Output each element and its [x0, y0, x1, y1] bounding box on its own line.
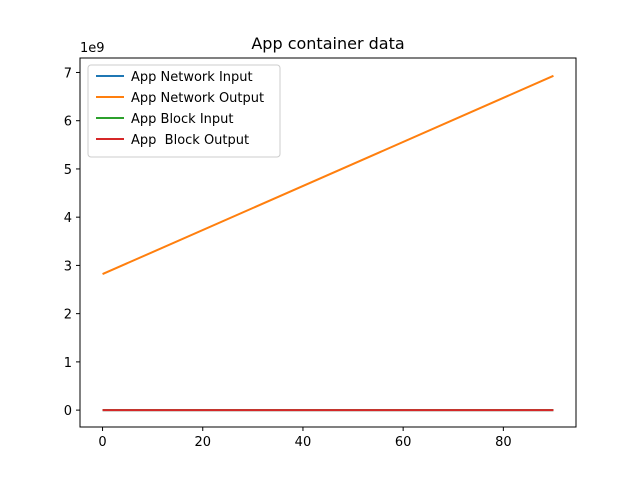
y-tick-label-1: 1 [64, 356, 72, 371]
x-tick-label-1: 20 [194, 435, 211, 450]
x-tick-label-0: 0 [98, 435, 106, 450]
x-tick-label-4: 80 [495, 435, 512, 450]
y-tick-label-0: 0 [64, 404, 72, 419]
y-offset-label: 1e9 [80, 41, 105, 56]
y-tick-label-6: 6 [64, 115, 72, 130]
y-tick-label-2: 2 [64, 308, 72, 323]
axes-frame [79, 57, 577, 428]
legend-box [87, 64, 281, 158]
x-tick-label-3: 60 [395, 435, 412, 450]
legend-label-0: App Network Input [131, 70, 253, 85]
y-tick-label-4: 4 [64, 211, 72, 226]
y-tick-label-7: 7 [64, 66, 72, 81]
legend-label-3: App Block Output [131, 133, 249, 148]
legend-label-2: App Block Input [131, 112, 233, 127]
chart-title: App container data [251, 34, 404, 53]
legend-label-1: App Network Output [131, 91, 264, 106]
plot-area: 0 20 40 60 80 0 1 2 3 4 5 6 7 [64, 57, 577, 450]
y-tick-label-5: 5 [64, 163, 72, 178]
y-tick-label-3: 3 [64, 259, 72, 274]
series-line-1 [102, 74, 554, 276]
x-tick-label-2: 40 [295, 435, 312, 450]
